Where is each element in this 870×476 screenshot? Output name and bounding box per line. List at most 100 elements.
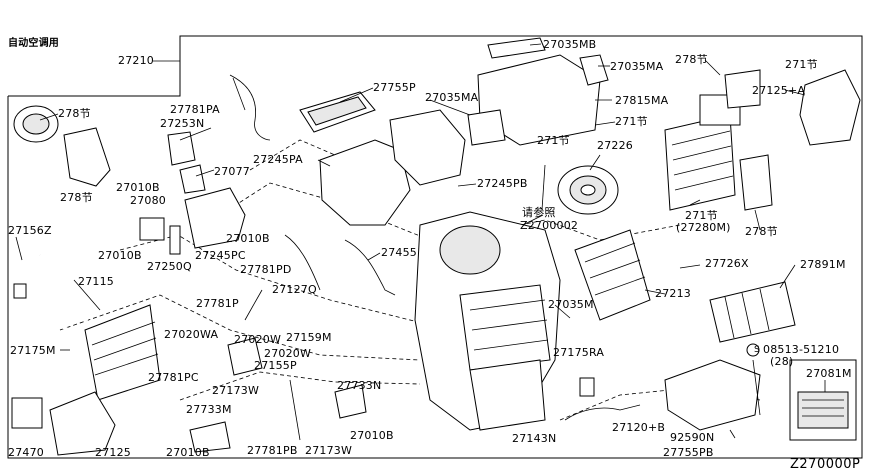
cable-27781pd [284, 234, 321, 291]
module-27470 [11, 397, 43, 429]
round-blower-part [13, 105, 59, 143]
label-27125: 27125 [95, 446, 131, 459]
label-27455: 27455 [381, 246, 417, 259]
label-27035mb: 27035MB [543, 38, 597, 51]
label-27010b-d: 27010B [350, 429, 394, 442]
label-ref-code: Z2700002 [520, 219, 579, 232]
diagram-title: 自动空调用 [8, 38, 59, 49]
label-27155p: 27155P [254, 359, 297, 372]
part-27125a [799, 69, 861, 146]
label-278-a: 278节 [58, 107, 91, 120]
heater-core-part [84, 304, 161, 401]
case-27245pc [184, 187, 246, 249]
label-27159m: 27159M [286, 331, 332, 344]
label-27250q: 27250Q [147, 260, 192, 273]
label-27245pc: 27245PC [195, 249, 246, 262]
label-27127q: 27127Q [272, 283, 317, 296]
label-27173w-b: 27173W [305, 444, 353, 457]
diagram-code: Z270000P [790, 457, 861, 472]
label-271-d: 271节 [685, 209, 718, 222]
actuator-27010b [139, 217, 165, 241]
label-27733n: 27733N [337, 379, 382, 392]
label-27226: 27226 [597, 139, 633, 152]
intake-upper [389, 109, 466, 186]
dashed-guide [119, 234, 419, 323]
label-27815ma: 27815MA [615, 94, 669, 107]
part-27250q [169, 225, 181, 255]
label-27020w-a: 27020W [234, 333, 282, 346]
label-27120b: 27120+B [612, 421, 666, 434]
label-27755p: 27755P [373, 81, 416, 94]
dashed-guide [249, 139, 371, 171]
leader-lines [15, 43, 826, 439]
blower-27226 [557, 165, 619, 215]
label-27781p: 27781P [196, 297, 239, 310]
label-271-b: 271节 [615, 115, 648, 128]
label-27781pd: 27781PD [240, 263, 292, 276]
part-278-right [739, 154, 773, 211]
part-27175ra [579, 377, 595, 397]
label-27010b-c: 27010B [226, 232, 270, 245]
label-27020w-b: 27020W [264, 347, 312, 360]
label-27035ma-b: 27035MA [610, 60, 664, 73]
label-27035ma-a: 27035MA [425, 91, 479, 104]
label-27035m: 27035M [548, 298, 594, 311]
label-08513-51210: 08513-51210 [763, 343, 840, 356]
cable-27781pa [229, 74, 271, 141]
panel-27213 [574, 229, 651, 321]
label-27077: 27077 [214, 165, 250, 178]
case-27120b [664, 359, 761, 431]
label-27175ra: 27175RA [553, 346, 605, 359]
intake-27245pa [319, 139, 411, 226]
label-27891m: 27891M [800, 258, 846, 271]
label-27245pb: 27245PB [477, 177, 528, 190]
label-278-d: 278节 [745, 225, 778, 238]
label-271-a: 271节 [785, 58, 818, 71]
cable-27781pb [289, 379, 301, 441]
label-27245pa: 27245PA [253, 153, 303, 166]
main-hvac-unit [414, 211, 561, 431]
label-27755pb: 27755PB [663, 446, 714, 459]
label-08513-qty: (28) [770, 355, 794, 368]
part-27733n [334, 384, 367, 419]
dashed-guide [227, 182, 421, 237]
label-27081m: 27081M [806, 367, 852, 380]
part-27035ma [467, 109, 506, 146]
label-27156z: 27156Z [8, 224, 52, 237]
label-27726x: 27726X [705, 257, 749, 270]
duct-27125 [49, 391, 116, 456]
dashed-guide [59, 294, 421, 361]
label-278-b: 278节 [60, 191, 93, 204]
label-278-c: 278节 [675, 53, 708, 66]
filter-27035mb [487, 37, 546, 59]
label-27020wa: 27020WA [164, 328, 219, 341]
part-27155p [227, 337, 263, 376]
label-box-27081m [789, 359, 857, 441]
harness-27143n [564, 404, 641, 421]
cable-27781p [244, 289, 263, 321]
label-27253n: 27253N [160, 117, 205, 130]
label-271-c: 271节 [537, 134, 570, 147]
dashed-guide [179, 371, 421, 401]
label-27781pb: 27781PB [247, 444, 298, 457]
label-see-reference: 请参照 [522, 206, 556, 219]
label-27010b-a: 27010B [116, 181, 160, 194]
evaporator-27280m [664, 94, 741, 211]
label-27781pc: 27781PC [148, 371, 199, 384]
screw-symbol-circle [746, 343, 760, 357]
label-27010b-e: 27010B [166, 446, 210, 459]
label-92590n: 92590N [670, 431, 715, 444]
label-27213: 27213 [655, 287, 691, 300]
label-27210: 27210 [118, 54, 154, 67]
part-27035ma-b [579, 54, 609, 86]
label-27173w-a: 27173W [212, 384, 260, 397]
frame-lines [7, 35, 863, 459]
label-27175m: 27175M [10, 344, 56, 357]
filter-27891m [709, 281, 796, 343]
part-27253n [167, 131, 196, 166]
label-27733m: 27733M [186, 403, 232, 416]
screw-symbol: S [754, 345, 760, 355]
label-27781pa: 27781PA [170, 103, 220, 116]
